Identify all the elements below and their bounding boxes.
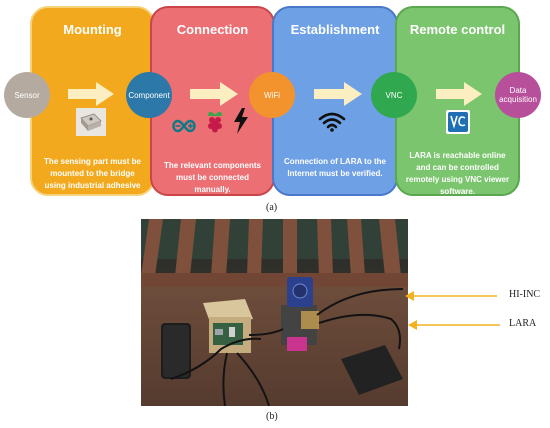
caption-b: (b): [266, 411, 278, 422]
panel-title: Connection: [176, 22, 249, 37]
panel-description: Connection of LARA to the Internet must …: [284, 157, 386, 178]
caption-a: (a): [266, 202, 278, 213]
node-component: Component: [126, 72, 172, 118]
arduino-icon: [172, 119, 196, 133]
wifi-icon: [318, 112, 346, 132]
node-data-acquisition: Data acquisition: [495, 72, 541, 118]
node-sensor: Sensor: [4, 72, 50, 118]
installation-photo: [141, 219, 408, 406]
panel-description: LARA is reachable online and can be cont…: [405, 151, 510, 196]
hi-inc-pointer-arrow: [405, 291, 497, 301]
node-vnc: VNC: [371, 72, 417, 118]
panel-title: Establishment: [290, 22, 380, 37]
flow-arrow: [436, 82, 482, 106]
label-lara: LARA: [509, 318, 537, 329]
panel-description: The sensing part must be mounted to the …: [44, 157, 141, 190]
lightning-icon: [234, 108, 248, 134]
flow-arrow: [190, 82, 238, 106]
label-hi-inc: HI-INC: [509, 289, 541, 300]
flow-arrow: [314, 82, 362, 106]
panel-title: Mounting: [63, 22, 122, 37]
panel-title: Remote control: [409, 22, 506, 37]
raspberry-pi-icon: [208, 111, 222, 133]
flow-arrow: [68, 82, 114, 106]
sensor-device-icon: [76, 108, 106, 136]
vnc-icon: [446, 110, 470, 134]
panel-description: The relevant components must be connecte…: [164, 161, 261, 194]
node-wifi: WiFi: [249, 72, 295, 118]
lara-pointer-arrow: [408, 320, 500, 330]
